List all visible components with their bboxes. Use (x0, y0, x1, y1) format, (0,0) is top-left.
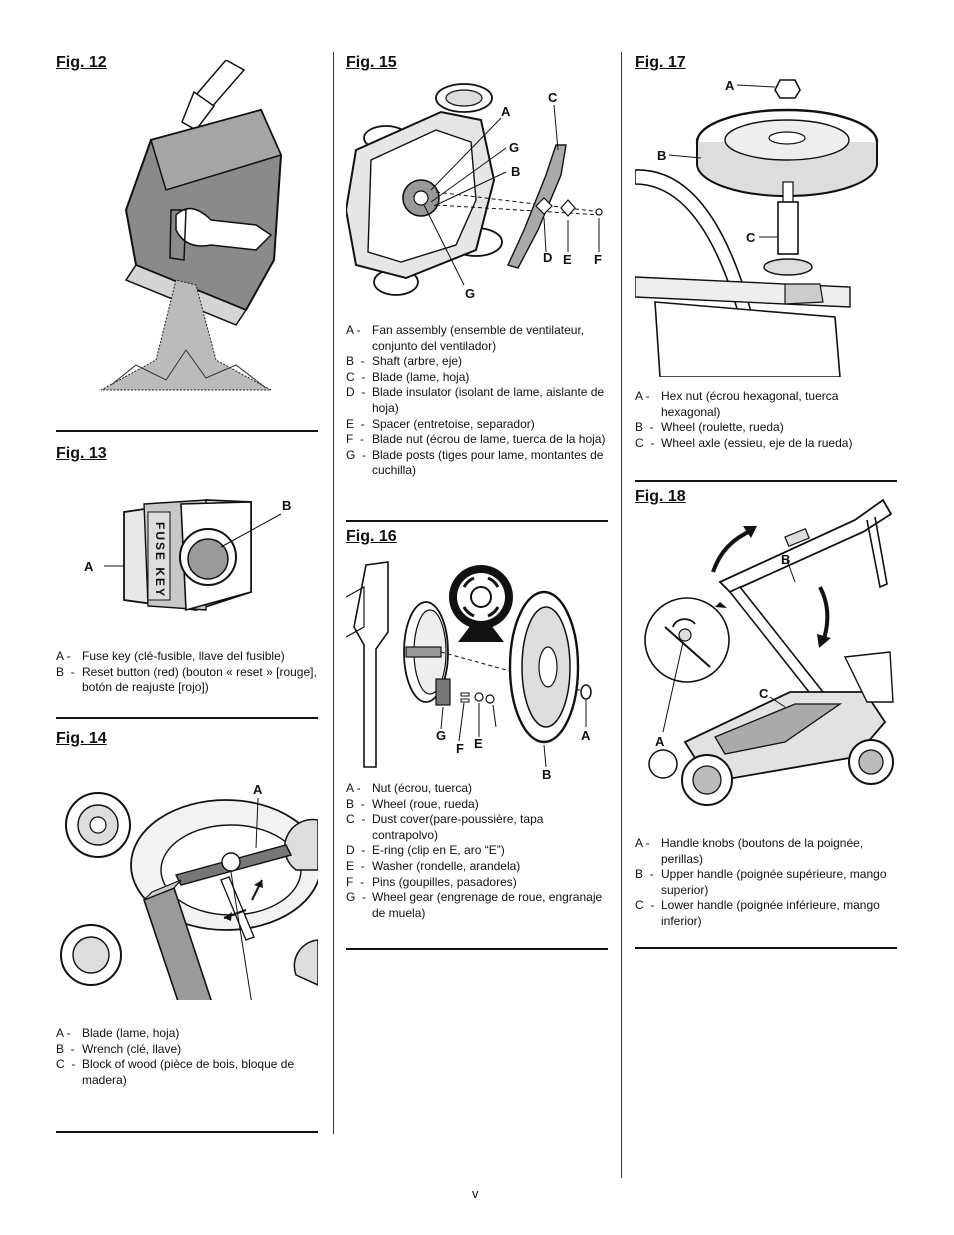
fig16-divider (346, 948, 608, 950)
legend-item: F -Pins (goupilles, pasadores) (346, 874, 517, 889)
legend-item: A -Fan assembly (ensemble de ventilateur… (346, 323, 585, 353)
fig12-illustration-grass-bag (100, 60, 283, 391)
fig15-callout-g-bottom: G (465, 286, 475, 301)
fig17-divider (635, 480, 897, 482)
fig15-title: Fig. 15 (346, 54, 397, 71)
legend-item: C -Lower handle (poignée inférieure, man… (635, 898, 880, 928)
legend-item: B -Upper handle (poignée supérieure, man… (635, 867, 887, 897)
fig15-callout-d: D (543, 250, 552, 265)
legend-item: G -Blade posts (tiges pour lame, montant… (346, 447, 604, 478)
legend-item: G -Wheel gear (engrenage de roue, engran… (346, 890, 603, 920)
fig13-title: Fig. 13 (56, 445, 107, 462)
legend-item: D -Blade insulator (isolant de lame, ais… (346, 385, 605, 415)
fig13-legend: A -Fuse key (clé-fusible, llave del fusi… (56, 649, 318, 696)
legend-item: B -Wheel (roulette, rueda) (635, 420, 784, 435)
page-number: v (472, 1186, 479, 1201)
fig17-title: Fig. 17 (635, 54, 686, 71)
fig14-illustration-blade-removal: A B C (60, 782, 318, 1000)
fig16-callout-a: A (581, 728, 591, 743)
fig14-title: Fig. 14 (56, 730, 107, 747)
legend-item: B -Reset button (red) (bouton « reset » … (56, 664, 317, 695)
fig18-illustration-handle-adjust: B C A (644, 498, 894, 806)
fig13-callout-b: B (282, 498, 291, 513)
legend-item: A -Nut (écrou, tuerca) (346, 781, 473, 795)
fig15-illustration-blade-assembly: A G B C D E F G (346, 83, 603, 301)
fig16-illustration-wheel-assembly: G F E A B (346, 561, 592, 782)
legend-item: D -E-ring (clip en E, aro “E”) (346, 843, 505, 858)
fig15-callout-f: F (594, 252, 602, 267)
left-column: Fig. 12 Fig. 13 FUSE KEY A B A -Fuse key (56, 52, 318, 1142)
fig15-callout-c: C (548, 90, 558, 105)
fig18-callout-b: B (781, 552, 790, 567)
legend-item: F -Blade nut (écrou de lame, tuerca de l… (346, 432, 606, 447)
fig17-callout-c: C (746, 230, 756, 245)
fig13-callout-a: A (84, 559, 94, 574)
fig15-legend: A -Fan assembly (ensemble de ventilateur… (346, 323, 608, 479)
fig18-title: Fig. 18 (635, 488, 686, 505)
fig18-callout-a: A (655, 734, 665, 749)
fig14-callout-a: A (253, 782, 263, 797)
fig12-title: Fig. 12 (56, 54, 107, 71)
fig16-legend: A -Nut (écrou, tuerca) B -Wheel (roue, r… (346, 781, 608, 921)
legend-item: B -Shaft (arbre, eje) (346, 354, 463, 369)
legend-item: E -Washer (rondelle, arandela) (346, 858, 521, 873)
legend-item: C -Wheel axle (essieu, eje de la rueda) (635, 435, 853, 450)
fig16-title: Fig. 16 (346, 528, 397, 545)
column-divider-right (621, 52, 622, 1178)
fig14-legend: A -Blade (lame, hoja) B -Wrench (clé, ll… (56, 1026, 318, 1088)
fig15-callout-g-top: G (509, 140, 519, 155)
fig17-illustration-wheel-axle: A B C (635, 78, 879, 377)
fig15-callout-a: A (501, 104, 511, 119)
legend-item: C -Block of wood (pièce de bois, bloque … (56, 1057, 295, 1087)
legend-item: E -Spacer (entretoise, separador) (346, 416, 535, 431)
fig18-divider (635, 947, 897, 949)
legend-item: C -Blade (lame, hoja) (346, 369, 470, 384)
legend-item: B -Wrench (clé, llave) (56, 1041, 182, 1056)
legend-item: C -Dust cover(pare-poussière, tapa contr… (346, 812, 544, 842)
fig13-illustration-fuse-key: FUSE KEY A B (84, 498, 291, 612)
fig15-callout-b: B (511, 164, 520, 179)
fig18-callout-c: C (759, 686, 769, 701)
legend-item: A -Handle knobs (boutons de la poignée, … (635, 836, 864, 866)
fig16-callout-e: E (474, 736, 483, 751)
fig16-callout-g: G (436, 728, 446, 743)
fig14-divider (56, 1131, 318, 1133)
legend-item: A -Blade (lame, hoja) (56, 1026, 180, 1040)
fig16-callout-b: B (542, 767, 551, 782)
fig13-fuse-label: FUSE KEY (153, 522, 167, 598)
fig17-callout-b: B (657, 148, 666, 163)
fig15-divider (346, 520, 608, 522)
fig13-divider (56, 717, 318, 719)
column-divider-left (333, 52, 334, 1134)
fig16-callout-f: F (456, 741, 464, 756)
middle-column: Fig. 15 A G B C D E (346, 52, 608, 952)
fig15-callout-e: E (563, 252, 572, 267)
fig17-callout-a: A (725, 78, 735, 93)
legend-item: A -Hex nut (écrou hexagonal, tuerca hexa… (635, 389, 839, 419)
right-column: Fig. 17 A B C A -Hex nut (écrou hexagona… (635, 52, 897, 952)
fig18-legend: A -Handle knobs (boutons de la poignée, … (635, 836, 897, 930)
legend-item: A -Fuse key (clé-fusible, llave del fusi… (56, 649, 285, 663)
fig12-divider (56, 430, 318, 432)
legend-item: B -Wheel (roue, rueda) (346, 796, 479, 811)
fig17-legend: A -Hex nut (écrou hexagonal, tuerca hexa… (635, 389, 897, 451)
